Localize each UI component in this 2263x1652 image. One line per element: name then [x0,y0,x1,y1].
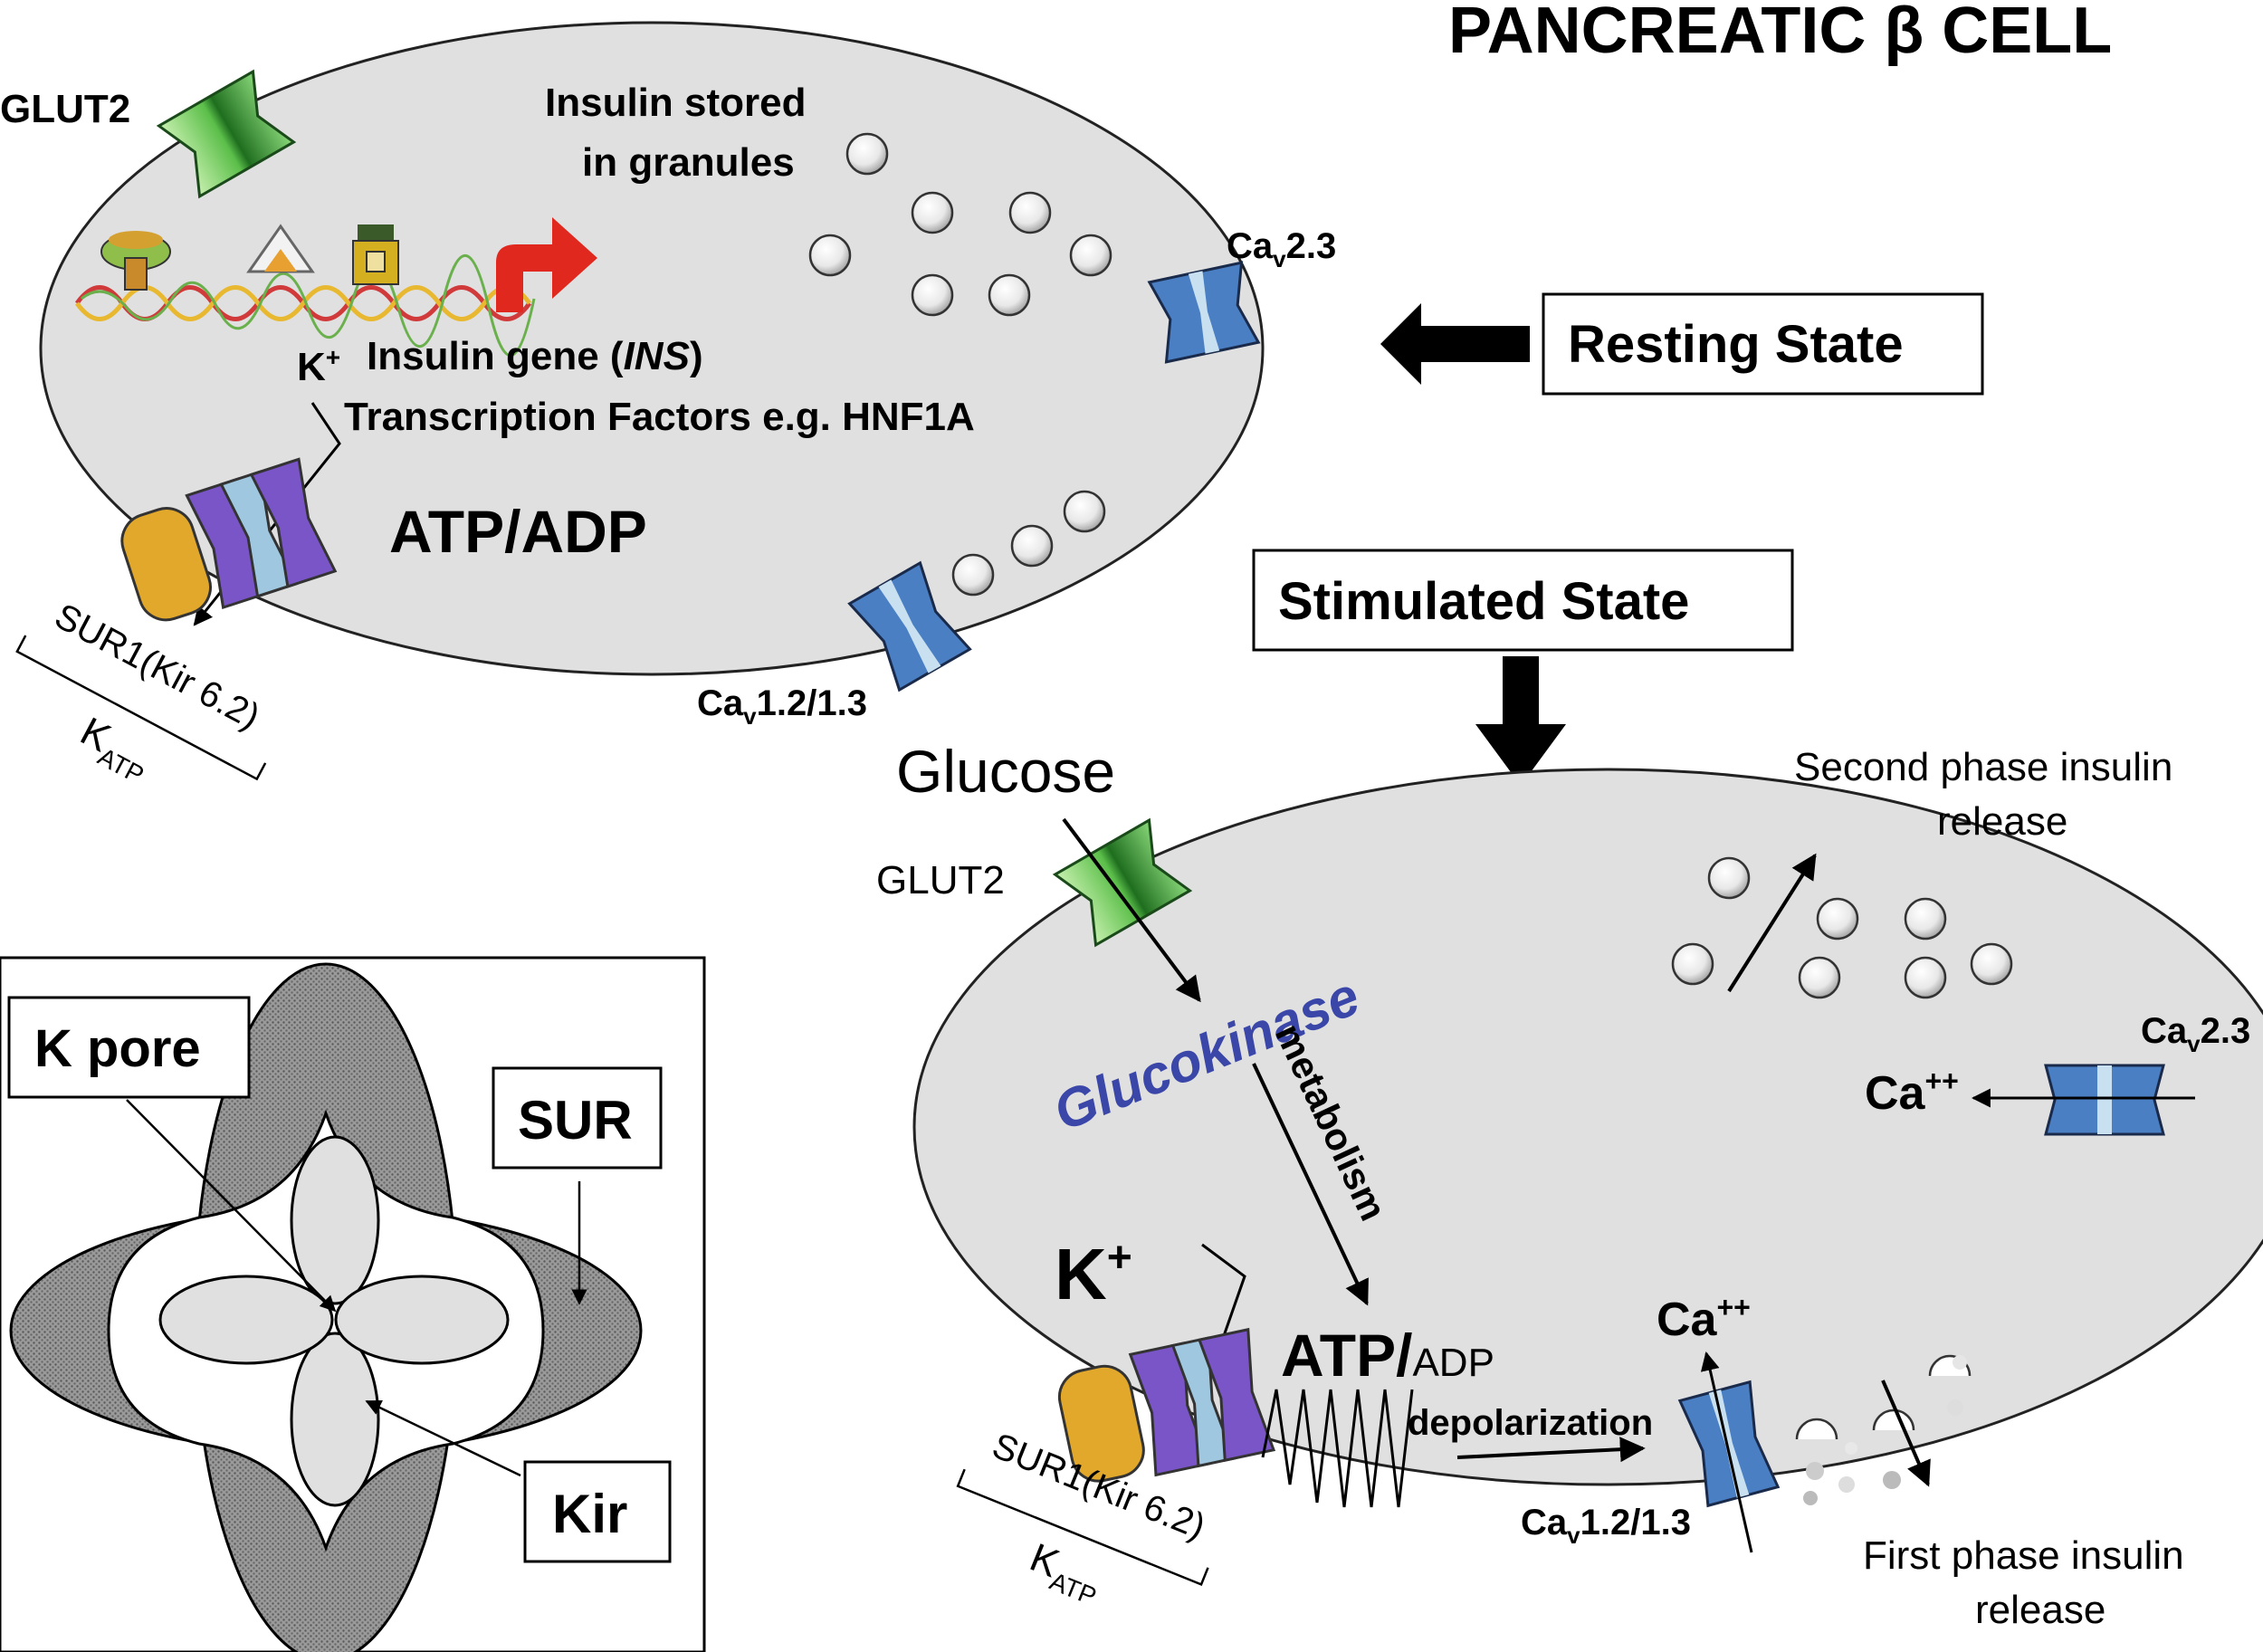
kir-label-box [523,1460,672,1563]
transcription-factor-icon [100,231,171,291]
stimulated-cav23-label: Cav2.3 [2141,1011,2250,1057]
insulin-granule [845,132,889,176]
stimulated-katp-label: KATP [1021,1535,1109,1610]
resting-cav12-label: Cav1.2/1.3 [697,683,867,730]
second-phase-release-arrow [1727,853,1817,993]
depolarization-zigzag-icon [1261,1389,1414,1508]
stimulated-cell-membrane [912,768,2263,1486]
stimulated-state-box [1252,549,1794,652]
resting-state-box [1542,292,1984,396]
stimulated-cav12-label: Cav1.2/1.3 [1521,1503,1691,1549]
depolarization-arrow [1456,1437,1646,1463]
first-phase-release-arrow [1881,1380,1931,1487]
resting-cell: GLUT2 Insulin stored in granules [0,21,1336,789]
depolarization-label: depolarization [1408,1403,1653,1443]
exocytosis-granules [1795,1354,1972,1505]
katp-structure-inset: K pore SUR Kir [0,956,706,1652]
kir-pointer [365,1399,521,1477]
k-pore-pointer [126,1099,337,1313]
insulin-granule [1707,856,1751,900]
insulin-granule [808,234,852,277]
first-phase-label-line2: release [1975,1588,2105,1632]
released-insulin-dot [1803,1491,1818,1505]
resting-state-arrow-icon [1380,303,1530,385]
stimulated-katp-channel [1057,1327,1276,1483]
insulin-granule [1816,897,1859,941]
insulin-granule [1798,956,1841,999]
stimulated-granules [1671,856,2013,999]
insulin-granule [1063,490,1106,533]
resting-katp-bracket [15,635,267,781]
stimulated-atp-adp-label: ATP/ADP [1281,1322,1494,1389]
resting-k-ion-label: K+ [297,343,340,389]
insulin-granule [911,191,954,234]
resting-cav12-channel [847,560,972,692]
resting-granules-label-line1: Insulin stored [545,81,806,125]
insulin-granule [1970,942,2013,986]
insulin-granule [1008,191,1052,234]
resting-atp-adp-label: ATP/ADP [389,498,647,565]
resting-granules-label-line2: in granules [582,140,795,185]
kir-subunit [158,1275,334,1365]
insulin-granule [988,273,1031,317]
transcription-factor-icon [352,224,399,285]
resting-cav23-label: Cav2.3 [1227,226,1336,272]
k-pore-label-box [7,996,251,1099]
kir-subunit [334,1275,510,1365]
glucose-uptake-arrow [1062,817,1201,1003]
second-phase-label-line2: release [1937,799,2067,844]
sur-label-box [492,1066,663,1170]
insulin-granule [911,273,954,317]
stimulated-k-ion-label: K+ [1055,1234,1132,1314]
released-insulin-dot [1838,1476,1855,1493]
stimulated-katp-bracket [956,1468,1209,1586]
stimulated-state-label: Stimulated State [1278,572,1689,631]
stimulated-glut2-transporter [1052,817,1193,948]
insulin-gene-label: Insulin gene (INS) [367,334,703,378]
insulin-granule [1904,956,1947,999]
insulin-granule [1904,897,1947,941]
resting-glut2-label: GLUT2 [0,87,130,131]
insulin-granule [1069,234,1112,277]
resting-granules [808,132,1112,597]
transcription-factors-label: Transcription Factors e.g. HNF1A [344,395,975,439]
transcription-arrow-icon [496,217,597,312]
kir-subunit [290,1332,380,1507]
resting-state-label: Resting State [1568,315,1904,374]
stimulated-cav23-channel [2044,1064,2165,1136]
dna-helix-icon [74,253,536,357]
insulin-granule [1010,524,1054,568]
stimulated-glucose-label: Glucose [896,738,1115,805]
resting-katp-channel [120,457,338,622]
stimulated-state-arrow-icon [1475,656,1566,786]
calcium-influx-arrow [1700,1351,1753,1553]
k-pore-label: K pore [34,1019,201,1078]
resting-sur1-label-group: SUR1(Kir 6.2) KATP [15,596,267,789]
stimulated-ca-right-label: Ca++ [1865,1065,1959,1120]
metabolism-arrow [1252,1063,1369,1306]
stimulated-cell: Glucose GLUT2 Glucokinase metabolism K+ … [876,738,2263,1610]
transcription-factor-icon [246,224,315,273]
resting-glut2-transporter [156,69,297,199]
released-insulin-dot [1953,1355,1967,1370]
kir-label: Kir [552,1484,627,1544]
first-phase-label-line1: First phase insulin [1863,1533,2184,1578]
released-insulin-dot [1947,1399,1963,1416]
sur-label: SUR [518,1090,633,1151]
insulin-granule [1671,942,1714,986]
resting-cav23-channel [1147,261,1261,364]
stimulated-ca-top-label: Ca++ [1657,1291,1751,1346]
stimulated-cav12-channel [1677,1380,1781,1508]
page-title: PANCREATIC β CELL [1448,0,2112,67]
second-phase-label-line1: Second phase insulin [1794,745,2172,789]
insulin-granule [951,553,995,597]
released-insulin-dot [1883,1471,1901,1489]
released-insulin-dot [1806,1462,1824,1480]
stimulated-glut2-label: GLUT2 [876,858,1005,902]
resting-cell-membrane [39,21,1265,676]
released-insulin-dot [1845,1442,1857,1455]
